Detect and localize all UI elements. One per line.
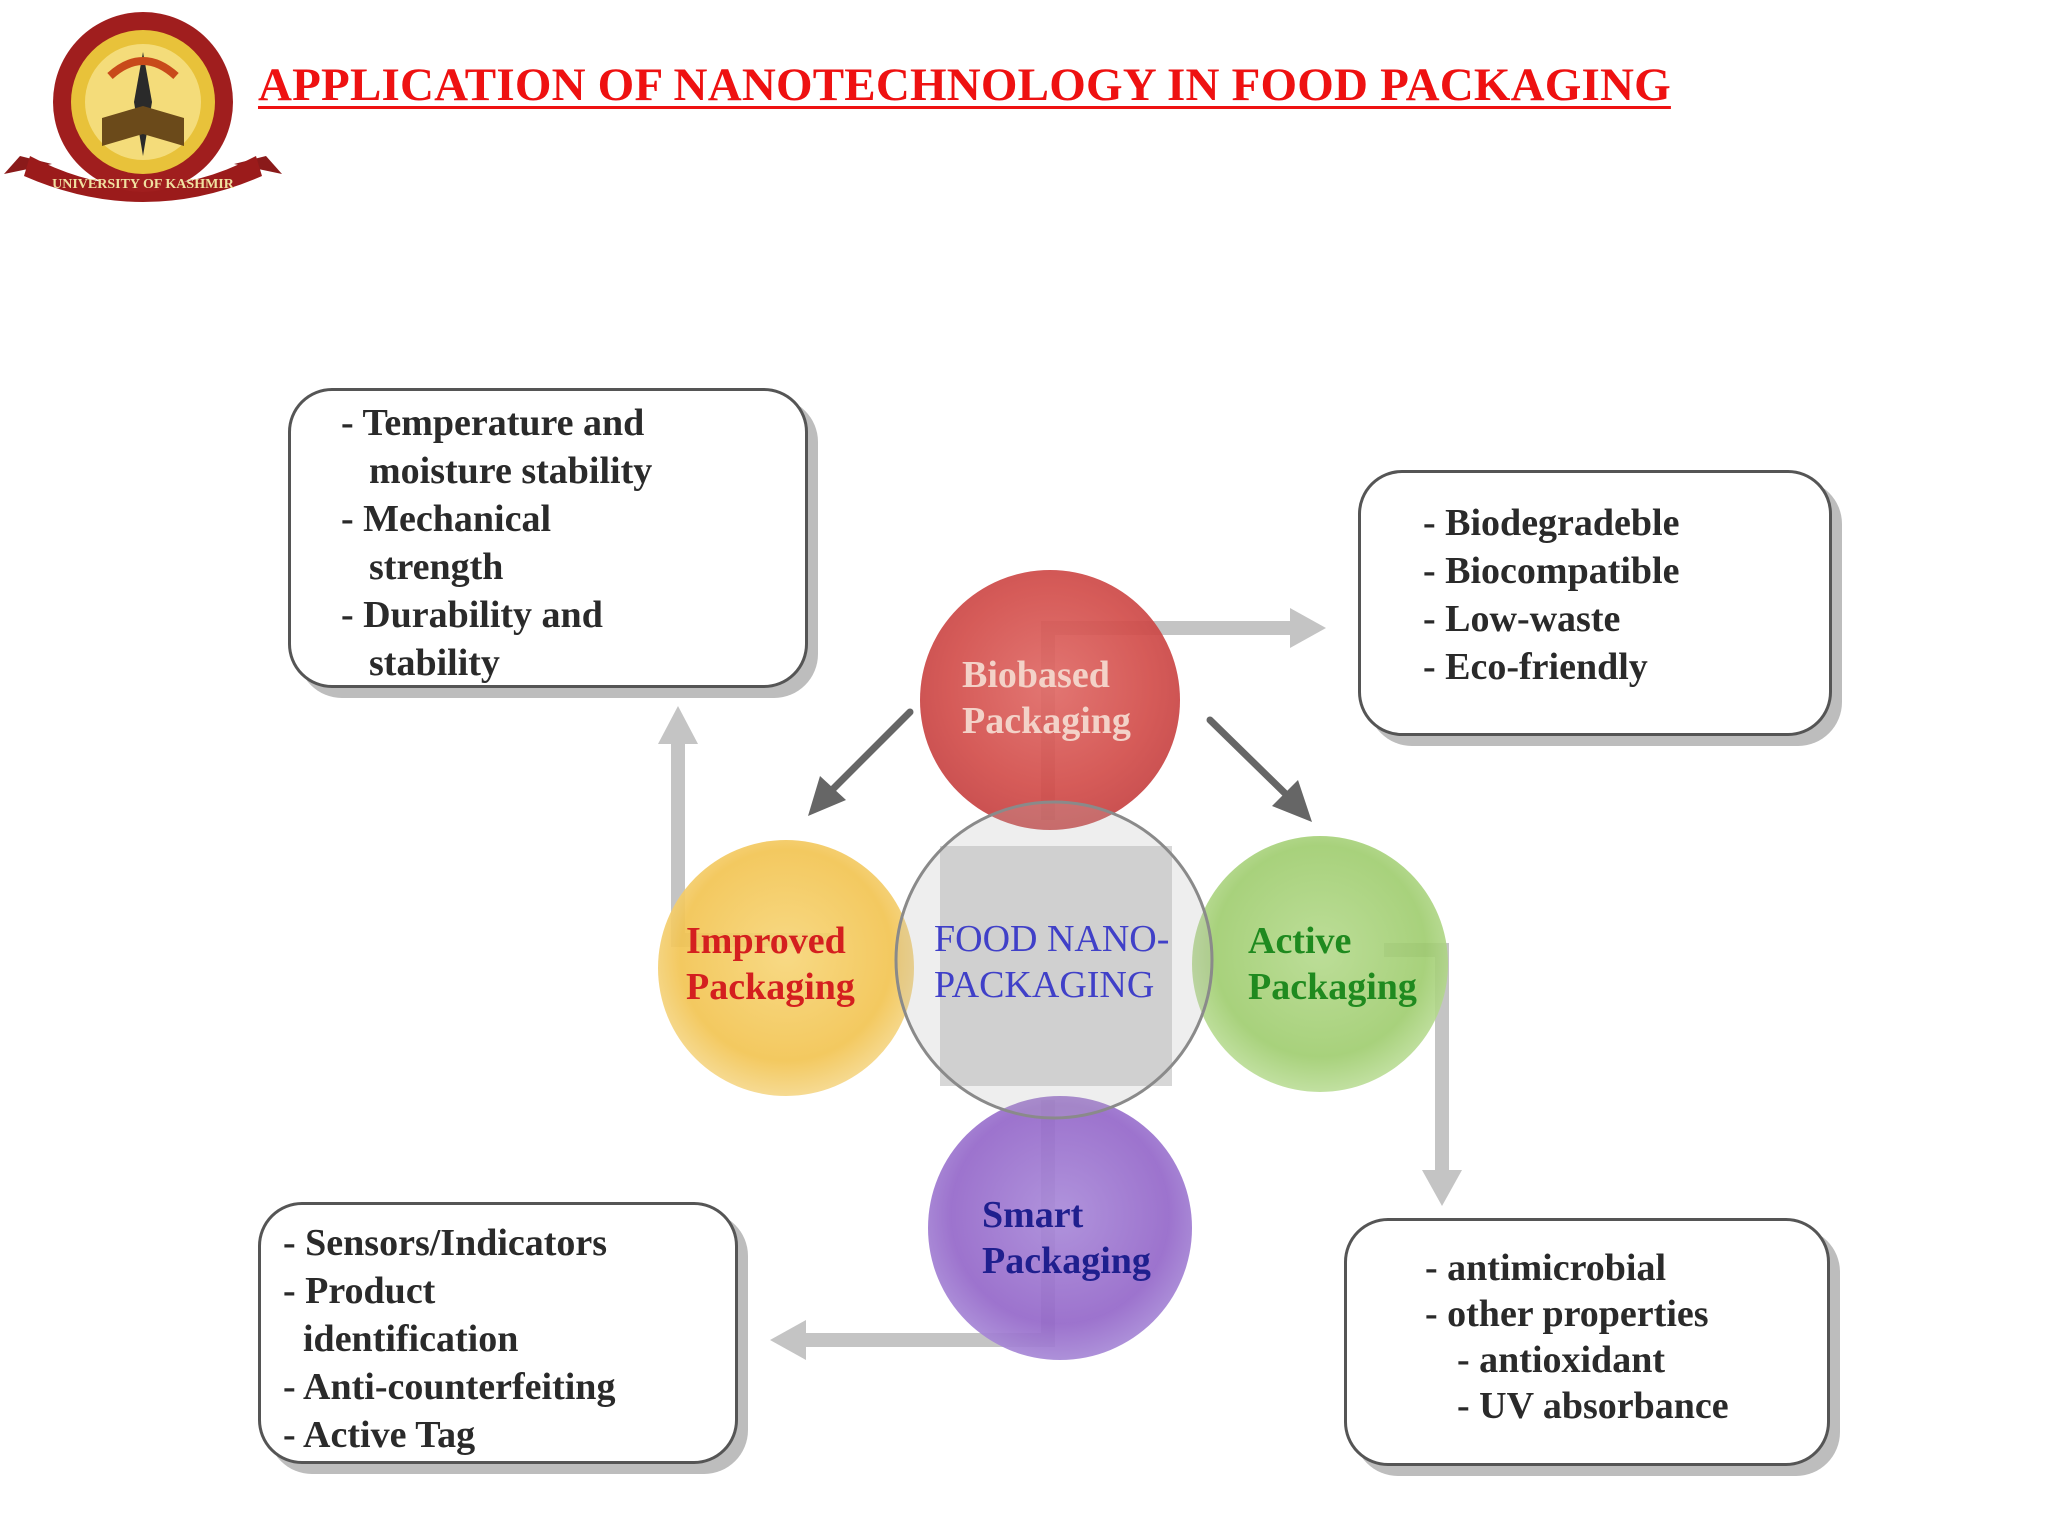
box-line: - other properties: [1425, 1293, 1709, 1335]
circle-biobased: [920, 570, 1180, 830]
box-line: - Product: [283, 1270, 436, 1312]
box-line: - Biodegradeble: [1423, 502, 1680, 544]
arrow-biobased-to-active: [1206, 716, 1302, 810]
circle-improved: [658, 840, 914, 1096]
circle-center: [894, 800, 1214, 1120]
biobased-label: Biobased Packaging: [962, 654, 1131, 742]
circle-active: [1192, 836, 1448, 1092]
box-line: - UV absorbance: [1457, 1385, 1729, 1427]
improved-properties-box: - Temperature and moisture stability - M…: [288, 388, 808, 688]
circle-smart: [928, 1096, 1192, 1360]
active-properties-box: - antimicrobial - other properties - ant…: [1344, 1218, 1830, 1466]
box-line: identification: [303, 1318, 519, 1360]
box-line: - Mechanical: [341, 498, 552, 540]
box-line: - Low-waste: [1423, 598, 1621, 640]
box-line: - Biocompatible: [1423, 550, 1680, 592]
svg-text:UNIVERSITY OF KASHMIR: UNIVERSITY OF KASHMIR: [52, 177, 235, 192]
page-title: APPLICATION OF NANOTECHNOLOGY IN FOOD PA…: [258, 59, 1671, 111]
box-line: - Durability and: [341, 594, 603, 636]
box-line: - antimicrobial: [1425, 1247, 1667, 1289]
box-line: - antioxidant: [1457, 1339, 1665, 1381]
improved-label: Improved Packaging: [686, 920, 855, 1008]
center-label: FOOD NANO- PACKAGING: [934, 918, 1170, 1006]
arrow-biobased-to-improved: [818, 708, 914, 804]
box-line: stability: [369, 642, 500, 684]
box-line: moisture stability: [369, 450, 653, 492]
active-label: Active Packaging: [1248, 920, 1417, 1008]
box-line: - Eco-friendly: [1423, 646, 1648, 688]
university-logo: UNIVERSITY OF KASHMIR: [4, 12, 282, 202]
smart-label: Smart Packaging: [982, 1194, 1151, 1282]
box-line: - Active Tag: [283, 1414, 476, 1456]
smart-properties-box: - Sensors/Indicators - Product identific…: [258, 1202, 738, 1464]
center-square: [940, 846, 1172, 1086]
box-line: - Anti-counterfeiting: [283, 1366, 616, 1408]
box-line: - Sensors/Indicators: [283, 1222, 608, 1264]
box-line: strength: [369, 546, 504, 588]
box-line: - Temperature and: [341, 402, 645, 444]
biobased-properties-box: - Biodegradeble - Biocompatible - Low-wa…: [1358, 470, 1832, 736]
